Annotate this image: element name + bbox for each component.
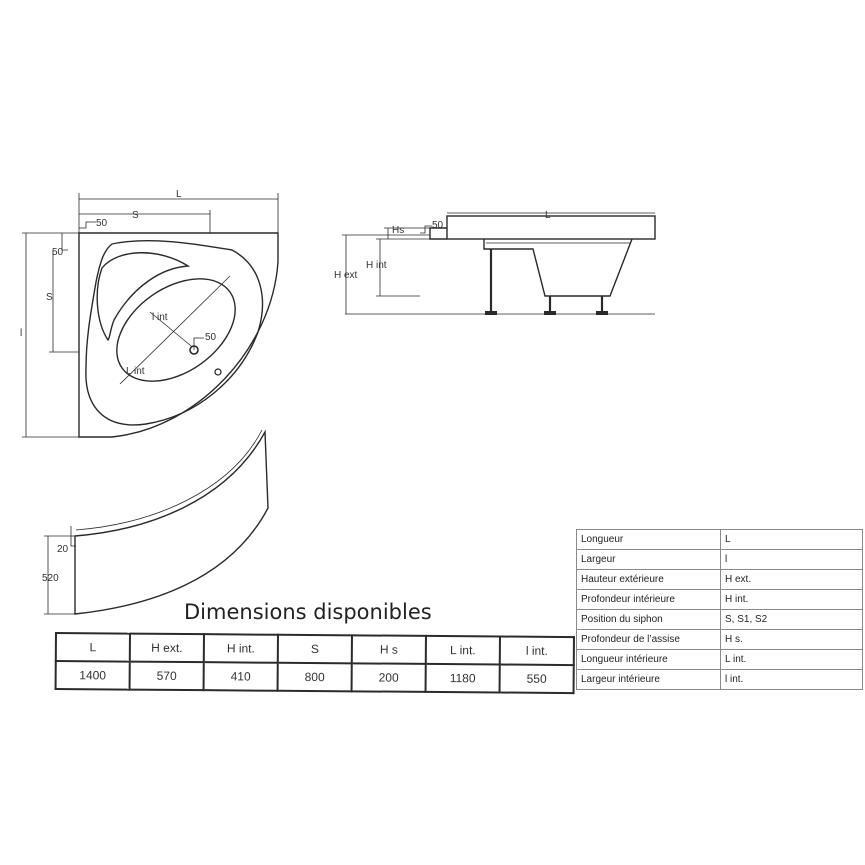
legend-code: l int. — [720, 669, 863, 690]
top-view-diagonal — [119, 275, 231, 385]
side-view-foot-2 — [544, 311, 556, 315]
dim-value-cell: 570 — [129, 661, 204, 691]
legend-code: H s. — [720, 629, 863, 650]
label-side-Hs: Hs — [392, 225, 404, 236]
dim-value-cell: 550 — [499, 664, 574, 694]
label-panel-20: 20 — [57, 544, 69, 555]
dim-value-cell: 1400 — [55, 661, 130, 690]
dimensions-table: L H ext. H int. S H s L int. l int. 1400… — [55, 632, 575, 694]
legend-label: Longueur — [576, 529, 721, 550]
top-view-basin — [116, 278, 236, 382]
label-top-S: S — [132, 210, 139, 221]
legend-label: Position du siphon — [576, 609, 721, 630]
top-view-outer-shell — [78, 232, 279, 438]
legend-code: H int. — [720, 589, 863, 610]
dim-header-cell: l int. — [499, 636, 574, 666]
legend-label: Longueur intérieure — [576, 649, 721, 670]
siphon-bracket — [193, 337, 204, 350]
dim-side-50-bracket — [420, 225, 432, 234]
label-side-L: L — [545, 210, 551, 221]
label-side-H-int: H int — [366, 260, 387, 271]
legend-code: l — [720, 549, 863, 570]
label-top-50: 50 — [96, 218, 108, 229]
legend-label: Profondeur de l’assise — [576, 629, 721, 650]
dim-panel-20-bracket — [70, 526, 76, 547]
legend-row: Largeur intérieure l int. — [576, 669, 863, 690]
dim-header-cell: H s — [351, 635, 426, 664]
top-view-l-int-line — [149, 311, 197, 351]
legend-row: Longueur intérieure L int. — [576, 649, 863, 670]
legend-row: Longueur L — [576, 529, 863, 550]
legend-code: L — [720, 529, 863, 550]
label-left-S: S — [46, 292, 53, 303]
label-top-L: L — [176, 189, 182, 200]
legend-row: Largeur l — [576, 549, 863, 570]
legend-table: Longueur L Largeur l Hauteur extérieure … — [576, 529, 863, 690]
dim-value-cell: 410 — [203, 662, 278, 691]
side-view-rim — [446, 215, 656, 240]
front-panel-top-edge — [75, 429, 263, 531]
legend-label: Hauteur extérieure — [576, 569, 721, 590]
legend-row: Position du siphon S, S1, S2 — [576, 609, 863, 630]
dim-top-50-bracket — [79, 221, 96, 229]
label-side-H-ext: H ext — [334, 270, 358, 281]
legend-row: Profondeur intérieure H int. — [576, 589, 863, 610]
dim-value-cell: 200 — [351, 663, 426, 692]
front-panel-outline — [74, 429, 269, 615]
legend-label: Largeur intérieure — [576, 669, 721, 690]
label-left-50: 50 — [52, 247, 64, 258]
side-view-step — [429, 227, 447, 240]
legend-row: Profondeur de l’assise H s. — [576, 629, 863, 650]
front-panel: 20 520 — [42, 429, 269, 615]
legend-code: S, S1, S2 — [720, 609, 863, 630]
side-view-tub-body — [483, 238, 633, 297]
label-inner-50: 50 — [205, 332, 217, 343]
dimensions-value-row: 1400 570 410 800 200 1180 550 — [55, 661, 574, 694]
caption: Dimensions disponibles — [184, 600, 432, 624]
label-side-50: 50 — [432, 220, 444, 231]
label-inner-L-int: L int — [126, 366, 145, 377]
dim-header-cell: L int. — [425, 635, 500, 665]
legend-row: Hauteur extérieure H ext. — [576, 569, 863, 590]
dim-header-cell: H int. — [203, 634, 278, 663]
dim-header-cell: S — [277, 634, 352, 664]
side-view-foot-3 — [596, 311, 608, 315]
top-view: L S 50 50 S l l int 50 L int — [20, 189, 279, 438]
top-view-rim — [85, 239, 264, 426]
dim-header-cell: L — [55, 633, 130, 662]
side-view: L Hs 50 H ext H int — [334, 210, 656, 315]
legend-code: H ext. — [720, 569, 863, 590]
dim-value-cell: 800 — [277, 662, 352, 692]
side-view-foot-1 — [485, 311, 497, 315]
legend-label: Profondeur intérieure — [576, 589, 721, 610]
dim-value-cell: 1180 — [425, 663, 500, 693]
legend-code: L int. — [720, 649, 863, 670]
dim-header-cell: H ext. — [129, 633, 204, 663]
legend-label: Largeur — [576, 549, 721, 570]
label-panel-520: 520 — [42, 573, 59, 584]
overflow-icon — [214, 368, 222, 376]
label-inner-l-int: l int — [152, 312, 168, 323]
top-view-seat — [96, 252, 191, 342]
dim-left-50-bracket — [61, 233, 68, 251]
label-left-l: l — [20, 328, 22, 339]
dimensions-header-row: L H ext. H int. S H s L int. l int. — [55, 633, 574, 666]
